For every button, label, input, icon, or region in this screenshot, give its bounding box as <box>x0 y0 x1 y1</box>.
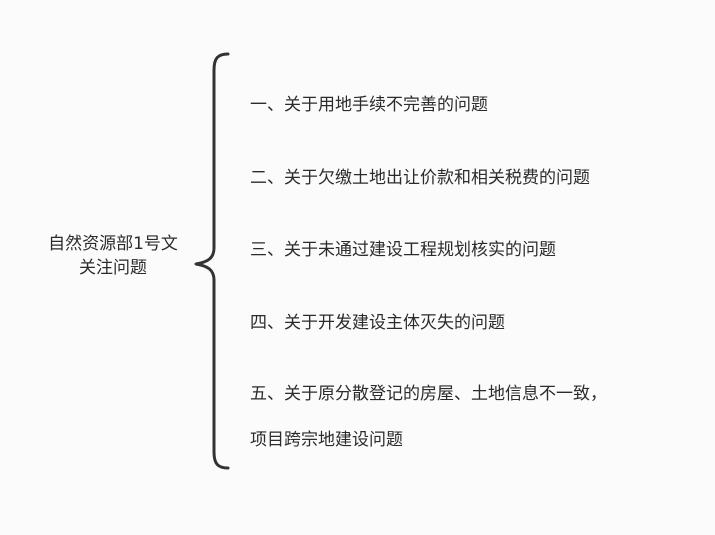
root-node-label-line-1: 自然资源部1号文 <box>48 234 178 254</box>
branch-node-4: 四、关于开发建设主体灭失的问题 <box>250 313 505 333</box>
branch-node-3: 三、关于未通过建设工程规划核实的问题 <box>250 240 556 260</box>
root-node-label-line-2: 关注问题 <box>79 258 147 278</box>
branch-node-5: 五、关于原分散登记的房屋、土地信息不一致， 项目跨宗地建设问题 <box>250 382 607 452</box>
branch-node-5-line-1: 五、关于原分散登记的房屋、土地信息不一致， <box>250 384 607 404</box>
curly-brace-connector <box>194 52 230 470</box>
branch-node-2: 二、关于欠缴土地出让价款和相关税费的问题 <box>250 168 590 188</box>
branch-node-5-line-2: 项目跨宗地建设问题 <box>250 430 403 450</box>
branch-node-1: 一、关于用地手续不完善的问题 <box>250 95 488 115</box>
root-node: 自然资源部1号文 关注问题 <box>28 232 198 280</box>
